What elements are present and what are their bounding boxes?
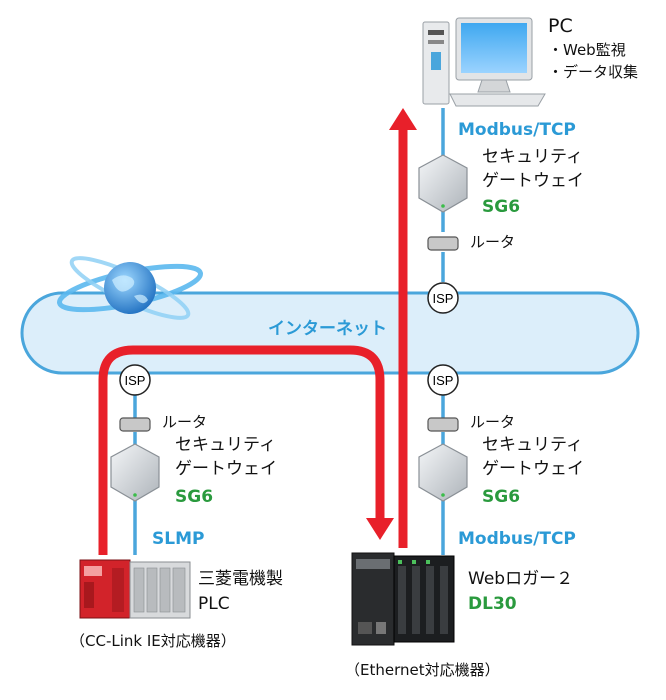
gateway-top-model: SG6: [482, 197, 521, 217]
isp-label-top: ISP: [433, 291, 454, 306]
pc-icon: [422, 17, 546, 107]
protocol-left: SLMP: [152, 529, 205, 549]
router-top-label: ルータ: [470, 233, 516, 251]
plc-maker: 三菱電機製: [198, 569, 283, 589]
logger-label: Webロガー２: [468, 569, 574, 589]
gateway-right-line2: ゲートウェイ: [482, 459, 584, 479]
pc-title: PC: [548, 15, 573, 37]
pc-feature-data: ・データ収集: [548, 63, 639, 81]
logger-model: DL30: [468, 594, 517, 614]
gateway-top-line1: セキュリティ: [482, 147, 583, 167]
data-flow-arrows: [98, 128, 408, 555]
gateway-icon: [418, 154, 468, 213]
protocol-right: Modbus/TCP: [458, 529, 576, 549]
connection-lines: [133, 108, 445, 555]
router-icon: [427, 236, 459, 251]
router-right-label: ルータ: [470, 413, 516, 431]
logger-note: （Ethernet対応機器）: [345, 661, 500, 679]
isp-node-left: ISP: [119, 364, 151, 396]
arrow-plc-to-logger: [98, 345, 385, 555]
isp-node-top: ISP: [427, 282, 459, 314]
gateway-top-line2: ゲートウェイ: [482, 171, 584, 191]
globe-icon: [56, 256, 204, 320]
logger-icon: [351, 552, 455, 646]
router-icon: [119, 417, 151, 432]
arrow-head-down: [366, 518, 394, 540]
plc-label: PLC: [198, 594, 230, 614]
protocol-top: Modbus/TCP: [458, 120, 576, 140]
gateway-left-line2: ゲートウェイ: [175, 459, 277, 479]
router-left-label: ルータ: [162, 413, 208, 431]
isp-label-right: ISP: [433, 373, 454, 388]
isp-node-right: ISP: [427, 364, 459, 396]
router-icon: [427, 417, 459, 432]
pc-feature-web: ・Web監視: [548, 41, 626, 59]
gateway-left-model: SG6: [175, 487, 214, 507]
isp-label-left: ISP: [125, 373, 146, 388]
internet-label: インターネット: [268, 319, 387, 339]
gateway-icon: [418, 443, 468, 502]
gateway-left-line1: セキュリティ: [175, 435, 276, 455]
gateway-right-line1: セキュリティ: [482, 435, 583, 455]
plc-note: （CC-Link IE対応機器）: [70, 632, 236, 650]
plc-icon: [79, 559, 191, 619]
gateway-icon: [110, 443, 160, 502]
arrow-head-up: [389, 108, 417, 130]
gateway-right-model: SG6: [482, 487, 521, 507]
